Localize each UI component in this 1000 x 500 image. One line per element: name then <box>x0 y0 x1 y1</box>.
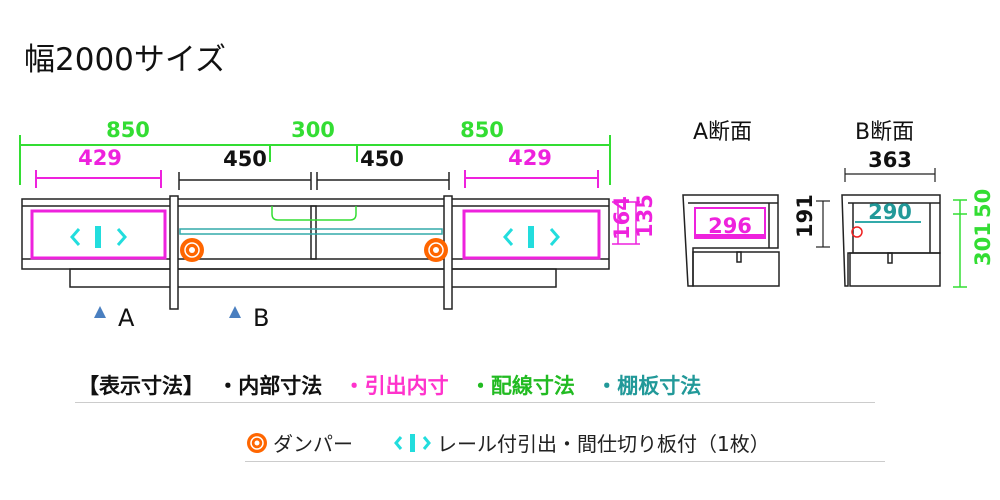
legend-drawer-note: レール付引出・間仕切り板付（1枚） <box>437 432 770 456</box>
legend-header: 【表示寸法】 <box>78 374 204 398</box>
dim-301: 301 <box>971 222 995 266</box>
cabinet-front <box>21 195 610 310</box>
dim-135: 135 <box>633 194 657 238</box>
dim-429-right: 429 <box>508 146 552 170</box>
dim-450-right: 450 <box>360 147 404 171</box>
legend-shelf: ・棚板寸法 <box>596 374 702 398</box>
legend-wiring: ・配線寸法 <box>469 374 575 398</box>
section-b-height-dim <box>816 200 830 248</box>
drawer-dimension <box>35 170 599 188</box>
section-a-drawer-bottom <box>695 234 765 239</box>
dim-450-left: 450 <box>223 147 267 171</box>
dim-296: 296 <box>708 214 752 238</box>
section-b-wiring-dim <box>953 199 967 288</box>
legend-symbols: ダンパー レール付引出・間仕切り板付（1枚） <box>245 428 770 457</box>
internal-dimension <box>178 172 450 190</box>
rail-drawer-icon <box>394 433 431 452</box>
damper-icon <box>247 432 267 453</box>
divider <box>75 402 875 403</box>
glass-shelf <box>179 228 443 235</box>
wiring-dimension <box>19 135 611 185</box>
section-b-title: B断面 <box>855 120 914 145</box>
dim-300: 300 <box>291 118 335 142</box>
section-b <box>841 194 941 287</box>
dim-363: 363 <box>868 148 912 172</box>
drawer-right <box>462 209 601 260</box>
page-title: 幅2000サイズ <box>24 42 226 78</box>
dim-191: 191 <box>793 194 817 238</box>
dim-850-right: 850 <box>460 118 504 142</box>
legend-internal: ・内部寸法 <box>217 374 323 398</box>
marker-a: A <box>118 304 135 332</box>
drawer-left <box>30 209 167 260</box>
marker-a-triangle <box>94 306 106 318</box>
damper-icon <box>180 238 448 262</box>
dim-290: 290 <box>868 200 912 224</box>
dim-50: 50 <box>971 189 995 218</box>
dim-429-left: 429 <box>78 146 122 170</box>
marker-b-triangle <box>229 306 241 318</box>
legend-damper: ダンパー <box>273 432 353 456</box>
section-a <box>682 194 780 287</box>
legend-drawer: ・引出内寸 <box>343 374 449 398</box>
height-dimension <box>612 201 640 245</box>
dim-164: 164 <box>610 196 634 240</box>
legend-dimensions: 【表示寸法】 ・内部寸法 ・引出内寸 ・配線寸法 ・棚板寸法 <box>78 370 715 400</box>
divider <box>245 461 885 462</box>
section-a-title: A断面 <box>693 120 752 145</box>
marker-b: B <box>253 304 269 332</box>
wiring-hole-icon <box>851 226 863 238</box>
section-b-width-dim <box>844 168 936 182</box>
dim-850-left: 850 <box>106 118 150 142</box>
rail-drawer-icon <box>70 226 560 248</box>
